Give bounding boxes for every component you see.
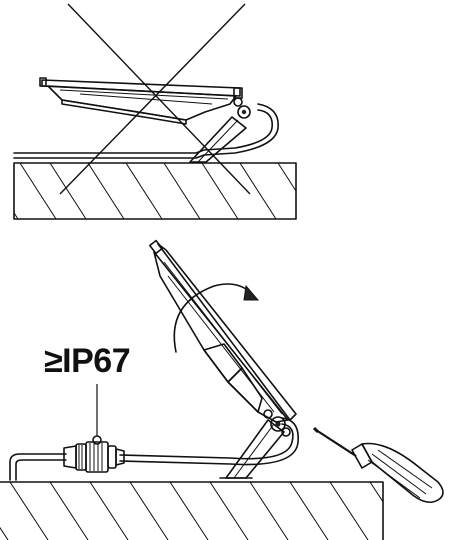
ground-block-bottom [0, 481, 384, 540]
stand-top [189, 116, 247, 163]
lamp-head-top [39, 77, 243, 125]
ground-block-top [13, 162, 297, 220]
screwdriver-icon [312, 426, 444, 504]
cable-top [13, 109, 274, 154]
cable-bottom [9, 423, 294, 481]
incorrect-installation [13, 3, 297, 220]
cross-out-icon [59, 3, 251, 195]
connector-icon [63, 435, 125, 473]
rotate-arrow-icon [173, 283, 260, 353]
ip-rating-label: ≥IP67 [44, 342, 131, 380]
correct-installation [0, 239, 444, 540]
lamp-head-bottom [148, 239, 297, 423]
